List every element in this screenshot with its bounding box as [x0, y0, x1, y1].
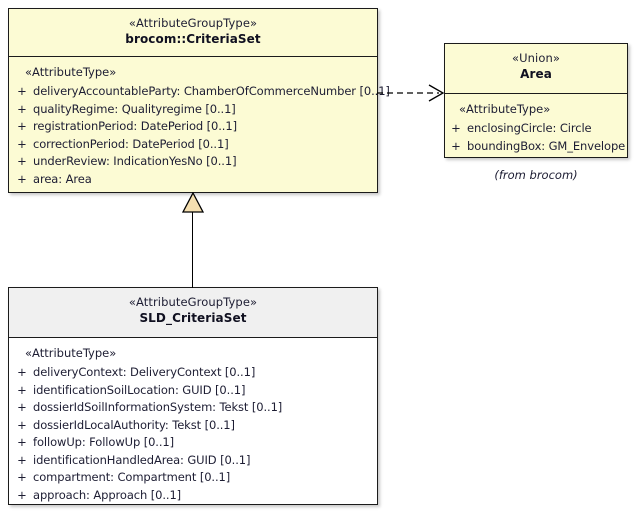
- attribute-row[interactable]: + enclosingCircle: Circle: [445, 120, 625, 138]
- attribute-visibility: +: [451, 138, 461, 153]
- attribute-row[interactable]: + followUp: FollowUp [0..1]: [11, 434, 375, 452]
- attribute-row[interactable]: + identificationHandledArea: GUID [0..1]: [11, 452, 375, 470]
- attribute-row[interactable]: + dossierIdSoilInformationSystem: Tekst …: [11, 399, 375, 417]
- class-stereotype: «Union»: [512, 51, 560, 65]
- attribute-text: dossierIdSoilInformationSystem: Tekst [0…: [33, 400, 283, 414]
- attribute-row[interactable]: + compartment: Compartment [0..1]: [11, 469, 375, 487]
- generalization-triangle-icon[interactable]: [182, 192, 204, 213]
- attribute-text: area: Area: [33, 171, 92, 186]
- package-origin-note: (from brocom): [494, 168, 578, 182]
- attribute-visibility: +: [17, 417, 27, 432]
- compartment-stereotype: «AttributeType»: [25, 65, 117, 79]
- attribute-row[interactable]: + dossierIdLocalAuthority: Tekst [0..1]: [11, 417, 375, 435]
- attribute-text: correctionPeriod: DatePeriod [0..1]: [33, 136, 229, 151]
- class-attributes-compartment: «AttributeType» + deliveryContext: Deliv…: [9, 338, 377, 511]
- class-header-area: «Union» Area: [445, 44, 627, 94]
- compartment-stereotype: «AttributeType»: [459, 102, 551, 116]
- attribute-visibility: +: [17, 435, 27, 449]
- attribute-visibility: +: [17, 154, 27, 168]
- class-box-area[interactable]: «Union» Area «AttributeType» + enclosing…: [444, 43, 628, 158]
- attribute-text: identificationHandledArea: GUID [0..1]: [33, 452, 251, 467]
- attribute-row[interactable]: + boundingBox: GM_Envelope: [445, 138, 625, 156]
- attribute-text: underReview: IndicationYesNo [0..1]: [33, 154, 237, 168]
- attribute-row[interactable]: + qualityRegime: Qualityregime [0..1]: [11, 101, 375, 119]
- attribute-text: registrationPeriod: DatePeriod [0..1]: [33, 119, 237, 133]
- attribute-text: identificationSoilLocation: GUID [0..1]: [33, 382, 246, 397]
- class-name: Area: [520, 67, 552, 81]
- dependency-arrow-icon[interactable]: [377, 84, 447, 102]
- attribute-text: followUp: FollowUp [0..1]: [33, 435, 175, 449]
- attribute-text: compartment: Compartment [0..1]: [33, 470, 231, 484]
- class-name: brocom::CriteriaSet: [125, 32, 261, 46]
- attribute-row[interactable]: + registrationPeriod: DatePeriod [0..1]: [11, 118, 375, 136]
- attribute-row[interactable]: + area: Area: [11, 171, 375, 189]
- attribute-visibility: +: [17, 487, 27, 502]
- class-header-criteriaset: «AttributeGroupType» brocom::CriteriaSet: [9, 9, 377, 57]
- attribute-visibility: +: [17, 400, 27, 414]
- class-stereotype: «AttributeGroupType»: [128, 16, 258, 30]
- attribute-text: deliveryAccountableParty: ChamberOfComme…: [33, 84, 390, 98]
- attribute-visibility: +: [451, 121, 461, 135]
- attribute-text: qualityRegime: Qualityregime [0..1]: [33, 101, 236, 116]
- attribute-row[interactable]: + correctionPeriod: DatePeriod [0..1]: [11, 136, 375, 154]
- attribute-visibility: +: [17, 171, 27, 186]
- compartment-stereotype: «AttributeType»: [25, 346, 117, 360]
- class-header-sld-criteriaset: «AttributeGroupType» SLD_CriteriaSet: [9, 288, 377, 338]
- attribute-text: boundingBox: GM_Envelope: [467, 138, 626, 153]
- attribute-visibility: +: [17, 382, 27, 397]
- class-box-criteriaset[interactable]: «AttributeGroupType» brocom::CriteriaSet…: [8, 8, 390, 195]
- class-attributes-compartment: «AttributeType» + enclosingCircle: Circl…: [445, 94, 627, 162]
- class-box-sld-criteriaset[interactable]: «AttributeGroupType» SLD_CriteriaSet «At…: [8, 287, 378, 505]
- attribute-visibility: +: [17, 452, 27, 467]
- attribute-text: deliveryContext: DeliveryContext [0..1]: [33, 365, 256, 379]
- class-stereotype: «AttributeGroupType»: [128, 295, 258, 309]
- attribute-visibility: +: [17, 101, 27, 116]
- class-attributes-compartment: «AttributeType» + deliveryAccountablePar…: [9, 57, 390, 195]
- attribute-row[interactable]: + deliveryContext: DeliveryContext [0..1…: [11, 364, 375, 382]
- attribute-row[interactable]: + deliveryAccountableParty: ChamberOfCom…: [11, 83, 390, 101]
- class-name: SLD_CriteriaSet: [139, 311, 247, 325]
- attribute-visibility: +: [17, 365, 27, 379]
- attribute-visibility: +: [17, 470, 27, 484]
- attribute-text: approach: Approach [0..1]: [33, 487, 182, 502]
- attribute-row[interactable]: + underReview: IndicationYesNo [0..1]: [11, 153, 375, 171]
- attribute-visibility: +: [17, 119, 27, 133]
- attribute-row[interactable]: + identificationSoilLocation: GUID [0..1…: [11, 382, 375, 400]
- attribute-text: dossierIdLocalAuthority: Tekst [0..1]: [33, 417, 235, 432]
- attribute-text: enclosingCircle: Circle: [467, 121, 592, 135]
- generalization-line[interactable]: [192, 211, 193, 288]
- attribute-row[interactable]: + approach: Approach [0..1]: [11, 487, 375, 505]
- attribute-visibility: +: [17, 136, 27, 151]
- attribute-visibility: +: [17, 84, 27, 98]
